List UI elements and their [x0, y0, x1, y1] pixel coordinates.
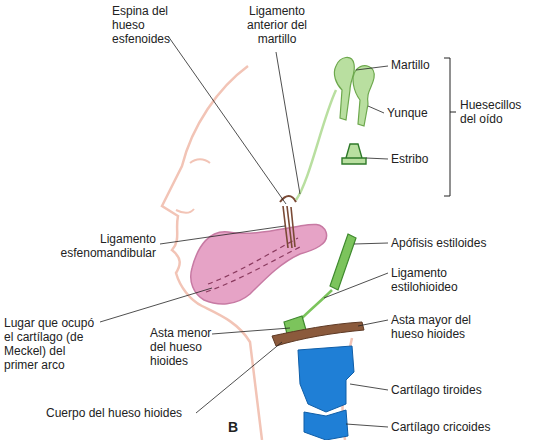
part-label: Asta menor del hueso hioides	[150, 326, 212, 368]
part-label: Ligamento anterior del martillo	[236, 4, 318, 46]
panel-letter: B	[228, 420, 238, 434]
hyoid-bone	[272, 322, 364, 346]
part-label: Estribo	[391, 152, 428, 166]
stapes-shape	[342, 144, 366, 164]
part-label: Lugar que ocupó el cartílago (de Meckel)…	[4, 316, 102, 372]
part-label: Espina del hueso esfenoides	[112, 4, 184, 46]
incus-shape	[353, 66, 374, 126]
part-label: Cartílago tiroides	[391, 383, 482, 397]
part-label: Asta mayor del hueso hioides	[391, 313, 491, 341]
cricoid-cartilage	[304, 410, 348, 440]
leader-lines	[100, 36, 388, 427]
meckel-cartilage-trace	[206, 246, 302, 292]
thyroid-cartilage	[298, 346, 354, 412]
part-label: Ligamento esfenomandibular	[44, 232, 156, 260]
part-label: Huesecillos del oído	[460, 98, 540, 126]
sphenomandibular-ligament	[283, 206, 295, 248]
part-label: Apófisis estiloides	[391, 236, 486, 250]
part-label: Yunque	[387, 106, 428, 120]
anterior-malleus-ligament	[296, 90, 336, 200]
eye-line	[190, 159, 210, 163]
malleus-shape	[334, 57, 354, 120]
ossicles-bracket	[444, 58, 456, 196]
nostril-line	[176, 209, 194, 213]
stylohyoid-ligament	[300, 290, 332, 320]
part-label: Martillo	[391, 58, 430, 72]
part-label: Cuerpo del hueso hioides	[46, 406, 196, 420]
meckel-cartilage-trace	[208, 238, 298, 284]
part-label: Cartílago cricoides	[391, 420, 490, 434]
styloid-process	[330, 234, 356, 290]
part-label: Ligamento estilohioideo	[391, 266, 483, 294]
